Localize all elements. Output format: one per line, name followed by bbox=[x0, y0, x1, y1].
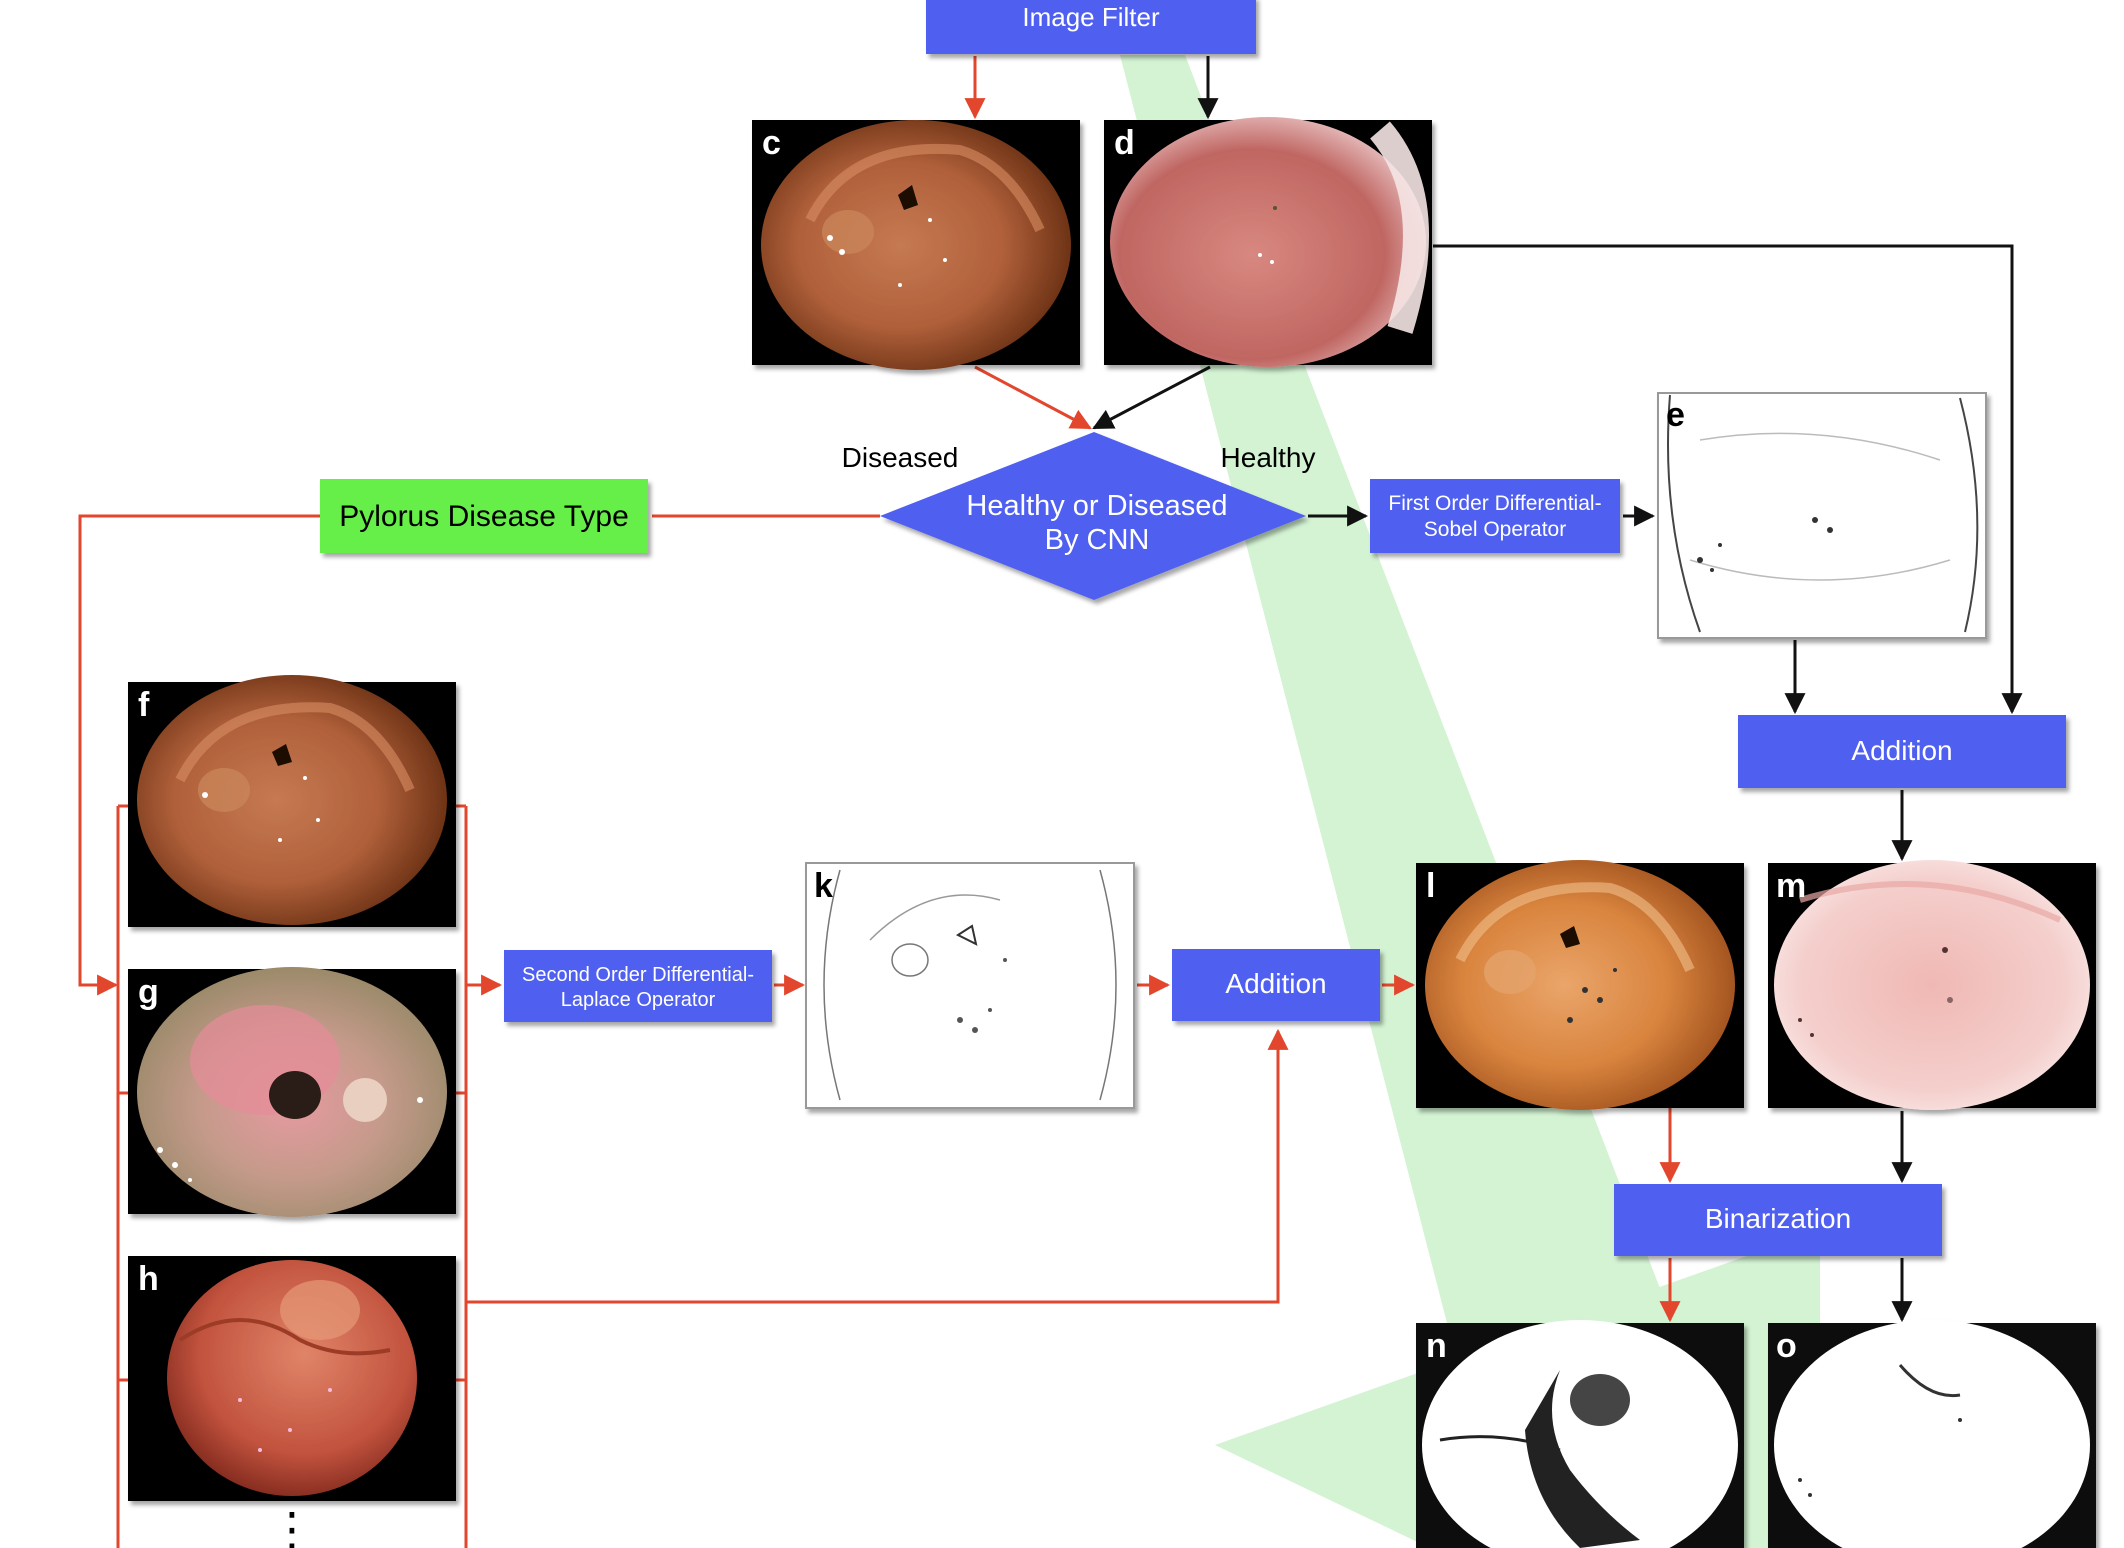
panel-k-letter: k bbox=[814, 867, 833, 905]
sobel-label-line1: First Order Differential- bbox=[1388, 492, 1601, 515]
panel-n-letter: n bbox=[1426, 1327, 1447, 1365]
cnn-decision-diamond: Healthy or Diseased By CNN bbox=[880, 432, 1306, 600]
binarization-box: Binarization bbox=[1614, 1184, 1942, 1256]
panel-e-letter: e bbox=[1666, 396, 1685, 434]
panel-c-diseased-endoscopy: c bbox=[752, 120, 1080, 370]
addition-mid-label: Addition bbox=[1225, 968, 1326, 999]
panel-f-disease-sample: f bbox=[128, 675, 456, 927]
panel-m-letter: m bbox=[1776, 867, 1806, 905]
panel-o-letter: o bbox=[1776, 1327, 1797, 1365]
connectors bbox=[78, 56, 2023, 1548]
panel-g-letter: g bbox=[138, 973, 159, 1011]
pylorus-disease-type-box: Pylorus Disease Type bbox=[320, 479, 648, 553]
panel-d-letter: d bbox=[1114, 124, 1135, 162]
laplace-operator-box: Second Order Differential- Laplace Opera… bbox=[504, 950, 772, 1022]
cnn-label-line1: Healthy or Diseased bbox=[966, 490, 1227, 522]
panel-g-disease-sample: g bbox=[128, 967, 456, 1217]
diseased-label: Diseased bbox=[842, 442, 959, 473]
panel-k-laplace-result: k bbox=[805, 862, 1135, 1109]
laplace-label-line2: Laplace Operator bbox=[561, 989, 716, 1011]
panel-h-disease-sample: h bbox=[128, 1256, 456, 1501]
image-filter-label: Image Filter bbox=[1022, 2, 1160, 32]
more-samples-ellipsis: ⋮ bbox=[269, 1503, 315, 1548]
image-filter-box: Image Filter bbox=[926, 0, 1256, 54]
addition-box-top: Addition bbox=[1738, 715, 2066, 788]
sobel-label-line2: Sobel Operator bbox=[1424, 518, 1566, 541]
laplace-label-line1: Second Order Differential- bbox=[522, 964, 754, 986]
pylorus-label: Pylorus Disease Type bbox=[339, 500, 629, 533]
binarization-label: Binarization bbox=[1705, 1203, 1851, 1234]
cnn-label-line2: By CNN bbox=[1045, 524, 1150, 556]
panel-o-binarized-image: o bbox=[1768, 1320, 2096, 1548]
panel-n-binarized-image: n bbox=[1416, 1320, 1744, 1548]
panel-d-healthy-endoscopy: d bbox=[1104, 117, 1432, 367]
panel-h-letter: h bbox=[138, 1260, 159, 1298]
panel-m-enhanced-image: m bbox=[1768, 860, 2096, 1110]
sobel-operator-box: First Order Differential- Sobel Operator bbox=[1370, 479, 1620, 553]
panel-l-letter: l bbox=[1426, 867, 1435, 905]
addition-top-label: Addition bbox=[1851, 735, 1952, 766]
panel-l-enhanced-image: l bbox=[1416, 860, 1744, 1110]
panel-f-letter: f bbox=[138, 686, 150, 724]
panel-c-letter: c bbox=[762, 124, 781, 162]
addition-box-middle: Addition bbox=[1172, 949, 1380, 1021]
panel-e-sobel-result: e bbox=[1657, 392, 1987, 639]
healthy-label: Healthy bbox=[1221, 442, 1316, 473]
